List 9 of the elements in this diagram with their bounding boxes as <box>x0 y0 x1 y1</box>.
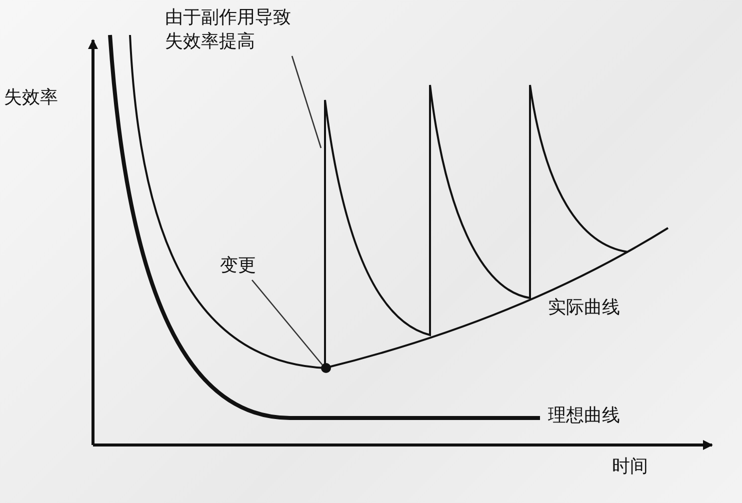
change-point-dot <box>321 363 331 373</box>
annotation-text: 由于副作用导致失效率提高 <box>165 6 293 54</box>
curve-label: 实际曲线 <box>548 296 620 320</box>
annotation-text: 变更 <box>220 254 264 278</box>
curve-label: 理想曲线 <box>548 404 620 428</box>
axis-label: 时间 <box>612 455 648 479</box>
leader-line <box>252 280 323 366</box>
leader-line <box>291 56 322 148</box>
axis-label: 失效率 <box>4 86 58 110</box>
